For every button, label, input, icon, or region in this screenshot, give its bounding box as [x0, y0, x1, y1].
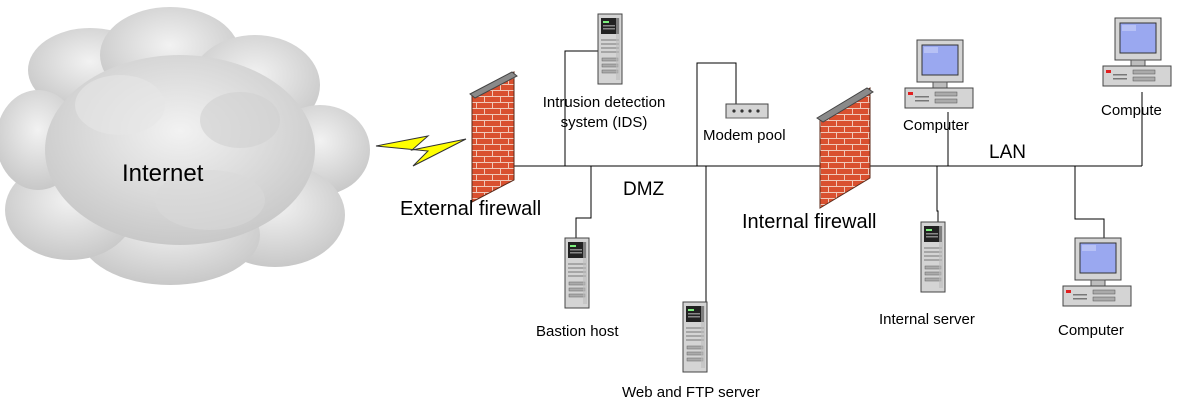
dmz-label: DMZ	[623, 179, 665, 200]
computer-label-1: Computer	[903, 117, 969, 134]
modem-icon	[725, 103, 769, 119]
internal-firewall-icon	[816, 87, 874, 209]
ids-server-icon	[597, 13, 623, 85]
ids-label-line2: system (IDS)	[560, 114, 648, 131]
computer-icon-2	[1102, 17, 1172, 87]
external-firewall-label: External firewall	[400, 198, 542, 220]
external-firewall-icon	[469, 71, 518, 203]
connection-lines	[504, 50, 1143, 302]
internal-firewall-label: Internal firewall	[742, 211, 877, 233]
internal-server-icon	[920, 221, 946, 293]
ids-label-line1: Intrusion detection	[542, 94, 666, 111]
bastion-server-icon	[564, 237, 590, 309]
lan-label: LAN	[989, 142, 1026, 163]
computer-icon-3	[1062, 237, 1132, 307]
computer3-link	[1074, 166, 1105, 238]
web-ftp-server-icon	[682, 301, 708, 373]
bastion-host-label: Bastion host	[536, 323, 619, 340]
cloud-icon	[0, 7, 370, 285]
computer-label-2: Compute	[1101, 102, 1162, 119]
computer-icon-1	[904, 39, 974, 109]
lightning-icon	[375, 135, 467, 167]
internal-server-label: Internal server	[879, 311, 975, 328]
computer-label-3: Computer	[1058, 322, 1124, 339]
bastion-link	[575, 166, 592, 238]
ids-link	[564, 50, 598, 166]
modem-link	[696, 62, 737, 166]
internet-label: Internet	[122, 160, 204, 187]
internal-server-link	[936, 166, 939, 222]
modem-pool-label: Modem pool	[703, 127, 786, 144]
web-ftp-server-label: Web and FTP server	[622, 384, 760, 401]
